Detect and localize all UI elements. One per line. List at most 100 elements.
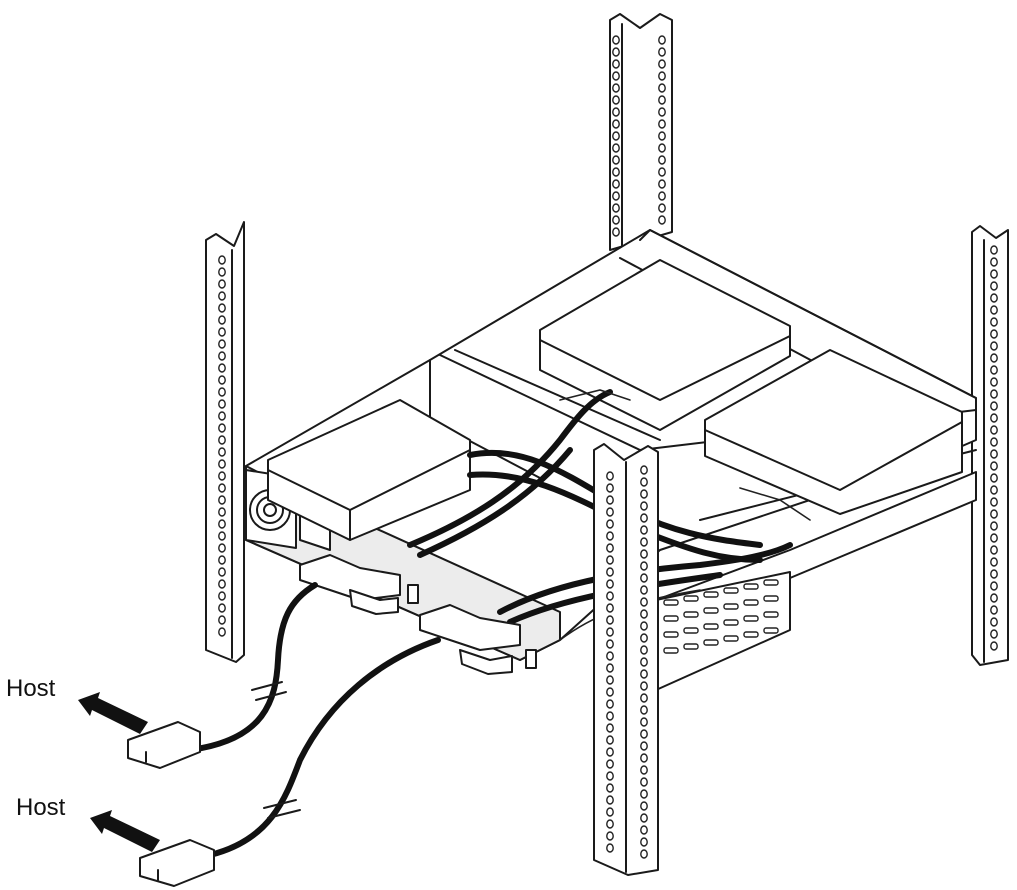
rack-hole [640,465,648,475]
rack-hole [640,789,648,799]
vent-slot [683,611,699,618]
rack-hole [640,549,648,559]
rack-hole [990,281,998,291]
rack-hole [606,579,614,589]
rack-hole [640,813,648,823]
arrow-to-host-1 [78,692,148,734]
rack-hole [640,777,648,787]
vent-slot [703,591,719,598]
rack-hole [606,675,614,685]
rack-hole [990,317,998,327]
rack-hole [990,485,998,495]
rack-hole [606,483,614,493]
rack-hole [218,375,226,385]
rack-hole [218,411,226,421]
rack-hole [640,561,648,571]
rack-hole [606,759,614,769]
rack-hole [218,435,226,445]
rack-hole [218,327,226,337]
rack-hole [612,131,620,141]
rack-hole [658,95,666,105]
rack-hole [640,537,648,547]
rack-hole [218,459,226,469]
rack-hole [218,303,226,313]
rack-hole [658,191,666,201]
rack-hole [612,59,620,69]
rack-hole [640,657,648,667]
vent-slot [743,583,759,590]
vent-slot [703,607,719,614]
rack-hole [990,341,998,351]
arrow-to-host-2 [90,810,160,852]
rack-hole [606,531,614,541]
rack-hole [640,609,648,619]
rack-hole [606,819,614,829]
rack-hole [606,687,614,697]
chassis-connectors [299,554,537,675]
rack-hole [218,291,226,301]
rack-hole [658,35,666,45]
rack-hole [612,179,620,189]
rack-hole [990,521,998,531]
rack-hole [990,305,998,315]
drive-module-left [267,399,471,541]
rack-hole [990,557,998,567]
rack-hole [640,729,648,739]
rack-hole [640,717,648,727]
rack-hole [990,365,998,375]
rack-hole [990,473,998,483]
rack-hole [606,831,614,841]
rack-hole [658,155,666,165]
rack-hole [218,339,226,349]
host-cable-1 [187,582,318,753]
rack-hole [990,461,998,471]
rack-hole [218,591,226,601]
rack-hole [606,591,614,601]
vent-slot [663,599,679,606]
rack-hole [606,471,614,481]
rack-hole [606,711,614,721]
rack-hole [218,507,226,517]
rack-hole [612,35,620,45]
vent-slot [683,595,699,602]
rack-hole [990,629,998,639]
rack-hole [606,627,614,637]
rack-hole [218,531,226,541]
rack-hole [606,723,614,733]
rack-hole [606,543,614,553]
rack-hole [990,425,998,435]
rack-hole [640,765,648,775]
rack-hole [218,363,226,373]
rack-hole [658,47,666,57]
rack-hole [606,507,614,517]
rack-hole [990,449,998,459]
rack-hole [606,603,614,613]
rack-hole [640,633,648,643]
rack-hole [606,795,614,805]
rack-post-left [205,221,245,663]
rack-hole [218,483,226,493]
host-label-bottom: Host [16,794,66,821]
rack-hole [640,825,648,835]
rack-hole [218,447,226,457]
rack-hole [990,389,998,399]
rack-hole [990,593,998,603]
rack-hole [218,315,226,325]
rack-hole [640,525,648,535]
rack-hole [612,155,620,165]
rack-hole [606,783,614,793]
vent-slot [723,587,739,594]
rack-hole [606,699,614,709]
rack-hole [658,215,666,225]
rack-hole [640,489,648,499]
rack-hole [606,843,614,853]
rack-hole [606,807,614,817]
rack-hole [218,615,226,625]
rack-hole [640,597,648,607]
vent-slot [683,627,699,634]
host-cable-2 [207,637,441,858]
rack-hole [640,837,648,847]
vent-slot [723,603,739,610]
rack-hole [658,107,666,117]
rack-hole [990,293,998,303]
